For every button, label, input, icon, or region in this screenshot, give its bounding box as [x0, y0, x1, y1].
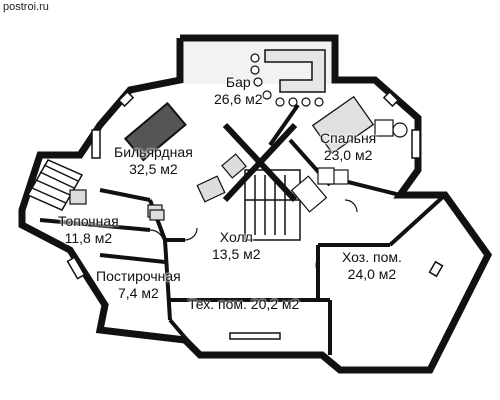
room-area: 23,0 м2 [323, 147, 373, 163]
room-name: Холл [219, 229, 253, 245]
room-label-laundry: Постирочная 7,4 м2 [96, 268, 181, 302]
room-area: 32,5 м2 [129, 161, 178, 177]
bar-counter [264, 49, 326, 93]
hall-staircase [244, 169, 301, 241]
room-name: Бар [225, 74, 251, 90]
room-label-hall: Холл 13,5 м2 [212, 229, 261, 263]
room-name: Топочная [58, 213, 119, 229]
bedroom-bed [311, 95, 375, 155]
bar-stools [250, 53, 324, 107]
room-label-utility: Хоз. пом. 24,0 м2 [342, 249, 402, 283]
room-label-billiard: Бильярдная 32,5 м2 [114, 144, 193, 178]
room-name: Бильярдная [114, 144, 193, 160]
hall-cabinets [290, 167, 335, 213]
site-watermark: postroi.ru [3, 1, 49, 13]
windows [66, 90, 444, 340]
room-name: Спальня [320, 130, 377, 146]
room-area: 26,6 м2 [214, 91, 263, 107]
room-name: Тех. пом. [188, 296, 247, 312]
room-area: 13,5 м2 [212, 246, 261, 262]
doors [149, 199, 358, 273]
room-area: 11,8 м2 [64, 230, 113, 246]
room-label-furnace: Топочная 11,8 м2 [58, 213, 119, 247]
left-staircase [26, 159, 84, 211]
room-area: 24,0 м2 [347, 266, 397, 282]
bar-floor [184, 42, 331, 84]
room-label-tech: Тех. пом. 20,2 м2 [188, 296, 299, 313]
room-label-bedroom: Спальня 23,0 м2 [320, 130, 376, 164]
room-area: 7,4 м2 [117, 285, 159, 301]
furnace-equipment [69, 189, 165, 221]
room-name: Хоз. пом. [342, 249, 402, 265]
room-name: Постирочная [96, 268, 181, 284]
room-label-bar: Бар 26,6 м2 [214, 74, 263, 108]
room-area: 20,2 м2 [250, 296, 300, 312]
structural-cross [222, 122, 298, 203]
billiard-table [123, 101, 187, 162]
